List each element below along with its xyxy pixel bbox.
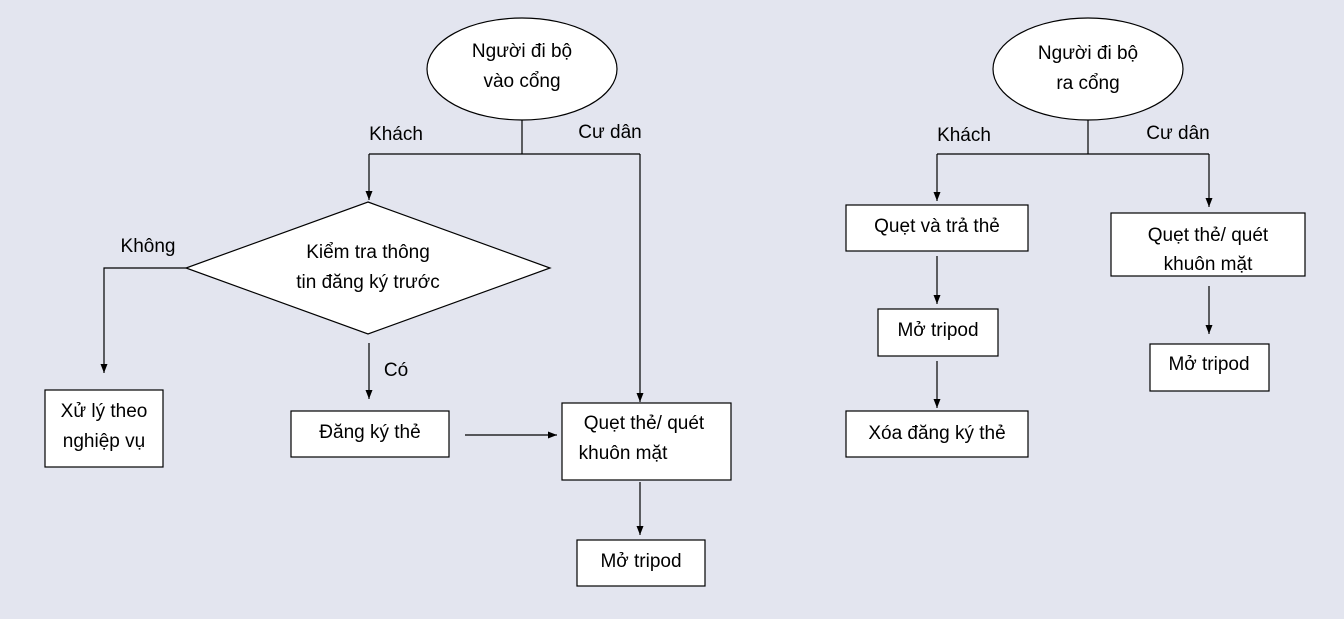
entry-yes-label: Có bbox=[384, 360, 408, 381]
entry-tripod-node: Mở tripod bbox=[576, 539, 706, 587]
exit-scan-line-2: khuôn mặt bbox=[1164, 254, 1253, 275]
exit-scan-node: Quẹt thẻ/ quét khuôn mặt bbox=[1110, 212, 1306, 277]
exit-start-node: Người đi bộ ra cổng bbox=[992, 17, 1184, 121]
entry-no-label: Không bbox=[121, 236, 176, 257]
exit-scan-line-1: Quẹt thẻ/ quét bbox=[1148, 225, 1269, 246]
entry-scan-node: Quẹt thẻ/ quét khuôn mặt bbox=[561, 402, 732, 481]
entry-start-node: Người đi bộ vào cổng bbox=[426, 17, 618, 121]
exit-start-line-2: ra cổng bbox=[1056, 73, 1119, 94]
exit-resident-label: Cư dân bbox=[1146, 123, 1209, 144]
register-card-label: Đăng ký thẻ bbox=[319, 422, 420, 443]
manual-process-line-2: nghiệp vụ bbox=[63, 431, 145, 452]
entry-no-arrow bbox=[100, 267, 186, 373]
manual-process-node: Xử lý theo nghiệp vụ bbox=[44, 389, 164, 468]
exit-guest-label: Khách bbox=[937, 125, 991, 146]
exit-guest-tripod-label: Mở tripod bbox=[897, 320, 978, 341]
exit-start-line-1: Người đi bộ bbox=[1038, 43, 1138, 64]
exit-resident-tripod-label: Mở tripod bbox=[1168, 354, 1249, 375]
decision-line-2: tin đăng ký trước bbox=[296, 272, 439, 293]
entry-scan-line-2: khuôn mặt bbox=[579, 443, 668, 464]
exit-flow: Người đi bộ ra cổng Khách Cư dân Quẹt và… bbox=[845, 17, 1306, 458]
entry-tripod-label: Mở tripod bbox=[600, 551, 681, 572]
entry-flow: Người đi bộ vào cổng Khách Cư dân Kiểm t… bbox=[44, 17, 732, 587]
entry-scan-line-1: Quẹt thẻ/ quét bbox=[584, 413, 705, 434]
exit-resident-tripod-node: Mở tripod bbox=[1149, 343, 1270, 392]
exit-guest-tripod-node: Mở tripod bbox=[877, 308, 999, 357]
entry-resident-label: Cư dân bbox=[578, 122, 641, 143]
entry-start-line-1: Người đi bộ bbox=[472, 41, 572, 62]
entry-start-line-2: vào cổng bbox=[483, 71, 560, 92]
entry-guest-label: Khách bbox=[369, 124, 423, 145]
register-card-node: Đăng ký thẻ bbox=[290, 410, 450, 458]
decision-line-1: Kiểm tra thông bbox=[306, 242, 430, 263]
delete-registration-label: Xóa đăng ký thẻ bbox=[868, 423, 1005, 444]
swipe-return-label: Quẹt và trả thẻ bbox=[874, 216, 1000, 237]
swipe-return-node: Quẹt và trả thẻ bbox=[845, 204, 1029, 252]
entry-decision-node: Kiểm tra thông tin đăng ký trước bbox=[184, 201, 552, 335]
manual-process-line-1: Xử lý theo bbox=[61, 401, 148, 422]
delete-registration-node: Xóa đăng ký thẻ bbox=[845, 410, 1029, 458]
